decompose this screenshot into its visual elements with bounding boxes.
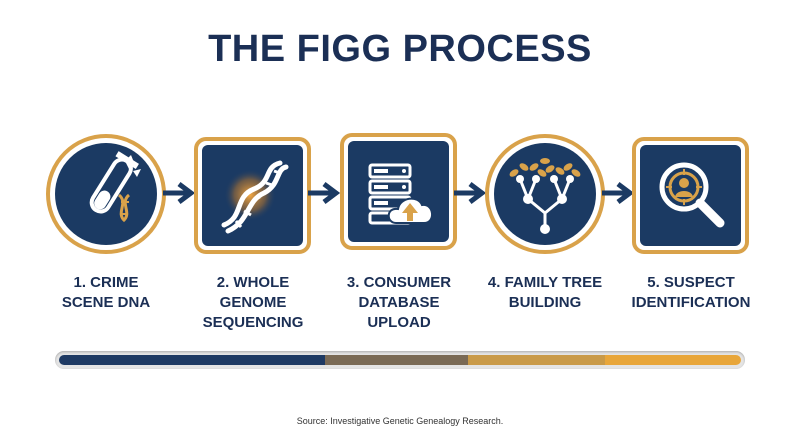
progress-track [59,355,741,365]
step-3-icon-frame [340,133,457,250]
progress-bar [55,351,745,369]
family-tree-icon [485,134,605,254]
step-5-icon-frame [632,137,749,254]
progress-segment-2 [324,355,469,365]
arrow-icon [308,182,341,204]
dna-helix-icon [194,137,311,254]
source-note: Source: Investigative Genetic Genealogy … [296,416,504,426]
arrow-icon [163,182,196,204]
test-tube-dna-icon [46,134,166,254]
step-1-label: 1. CRIME SCENE DNA [61,274,151,311]
step-3-label: 3. CONSUMER DATABASE UPLOAD [346,274,452,331]
progress-segment-4 [604,355,741,365]
progress-segment-3 [468,355,605,365]
step-5-label: 5. SUSPECT IDENTIFICATION [631,274,751,311]
server-cloud-upload-icon [340,133,457,250]
step-2-icon-frame [194,137,311,254]
process-flow [0,130,800,260]
step-4-icon-frame [484,133,606,255]
step-2-label: 2. WHOLE GENOME SEQUENCING [202,274,304,331]
step-4-label: 4. FAMILY TREE BUILDING [487,274,603,311]
progress-segment-1 [59,355,325,365]
page-title: THE FIGG PROCESS [208,28,592,70]
arrow-icon [602,182,635,204]
step-1-icon-frame [45,133,167,255]
arrow-icon [454,182,487,204]
magnifier-person-icon [632,137,749,254]
